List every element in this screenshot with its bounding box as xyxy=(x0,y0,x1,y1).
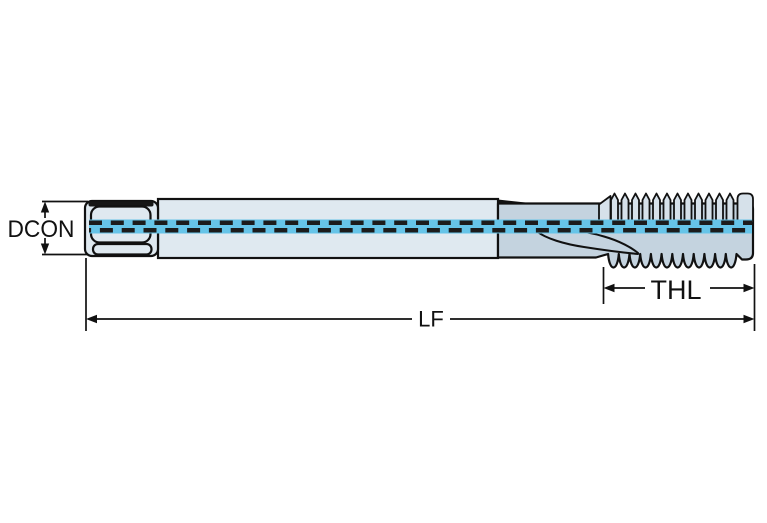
down-arrow-icon xyxy=(40,243,50,255)
centerline xyxy=(89,219,752,234)
thread-tooth xyxy=(620,192,630,224)
thread-tooth xyxy=(641,192,651,224)
dimension-dcon: DCON xyxy=(8,200,88,256)
left-arrow-icon xyxy=(86,314,97,324)
lf-label: LF xyxy=(418,307,444,332)
thread-lead-ramp xyxy=(598,195,612,224)
thread-end-block xyxy=(736,192,754,224)
dcon-label: DCON xyxy=(8,216,75,243)
square-end-top-flat xyxy=(88,201,154,207)
thread-tooth xyxy=(610,192,619,224)
flute-lower-curve xyxy=(536,230,639,255)
up-arrow-icon xyxy=(40,201,50,213)
right-arrow-icon xyxy=(743,314,755,324)
thl-label: THL xyxy=(650,275,701,305)
thread-crests xyxy=(598,192,754,224)
dimension-lf: LF xyxy=(86,307,755,332)
thread-tooth xyxy=(652,192,661,224)
shank-neck-step-wedge xyxy=(498,199,537,204)
dimension-thl: THL xyxy=(603,275,755,305)
right-arrow-icon xyxy=(743,283,755,293)
thread-tooth xyxy=(715,192,724,224)
square-end-lower-flat xyxy=(91,242,153,256)
thread-tooth xyxy=(683,192,693,224)
thread-tooth xyxy=(725,192,735,224)
thread-tooth xyxy=(631,192,640,224)
left-arrow-icon xyxy=(603,283,615,293)
thread-tooth xyxy=(694,192,703,224)
thread-tooth xyxy=(704,192,714,224)
thread-tooth xyxy=(662,192,672,224)
thread-tooth xyxy=(673,192,682,224)
dimension-annotations: DCON THL LF xyxy=(8,200,756,332)
